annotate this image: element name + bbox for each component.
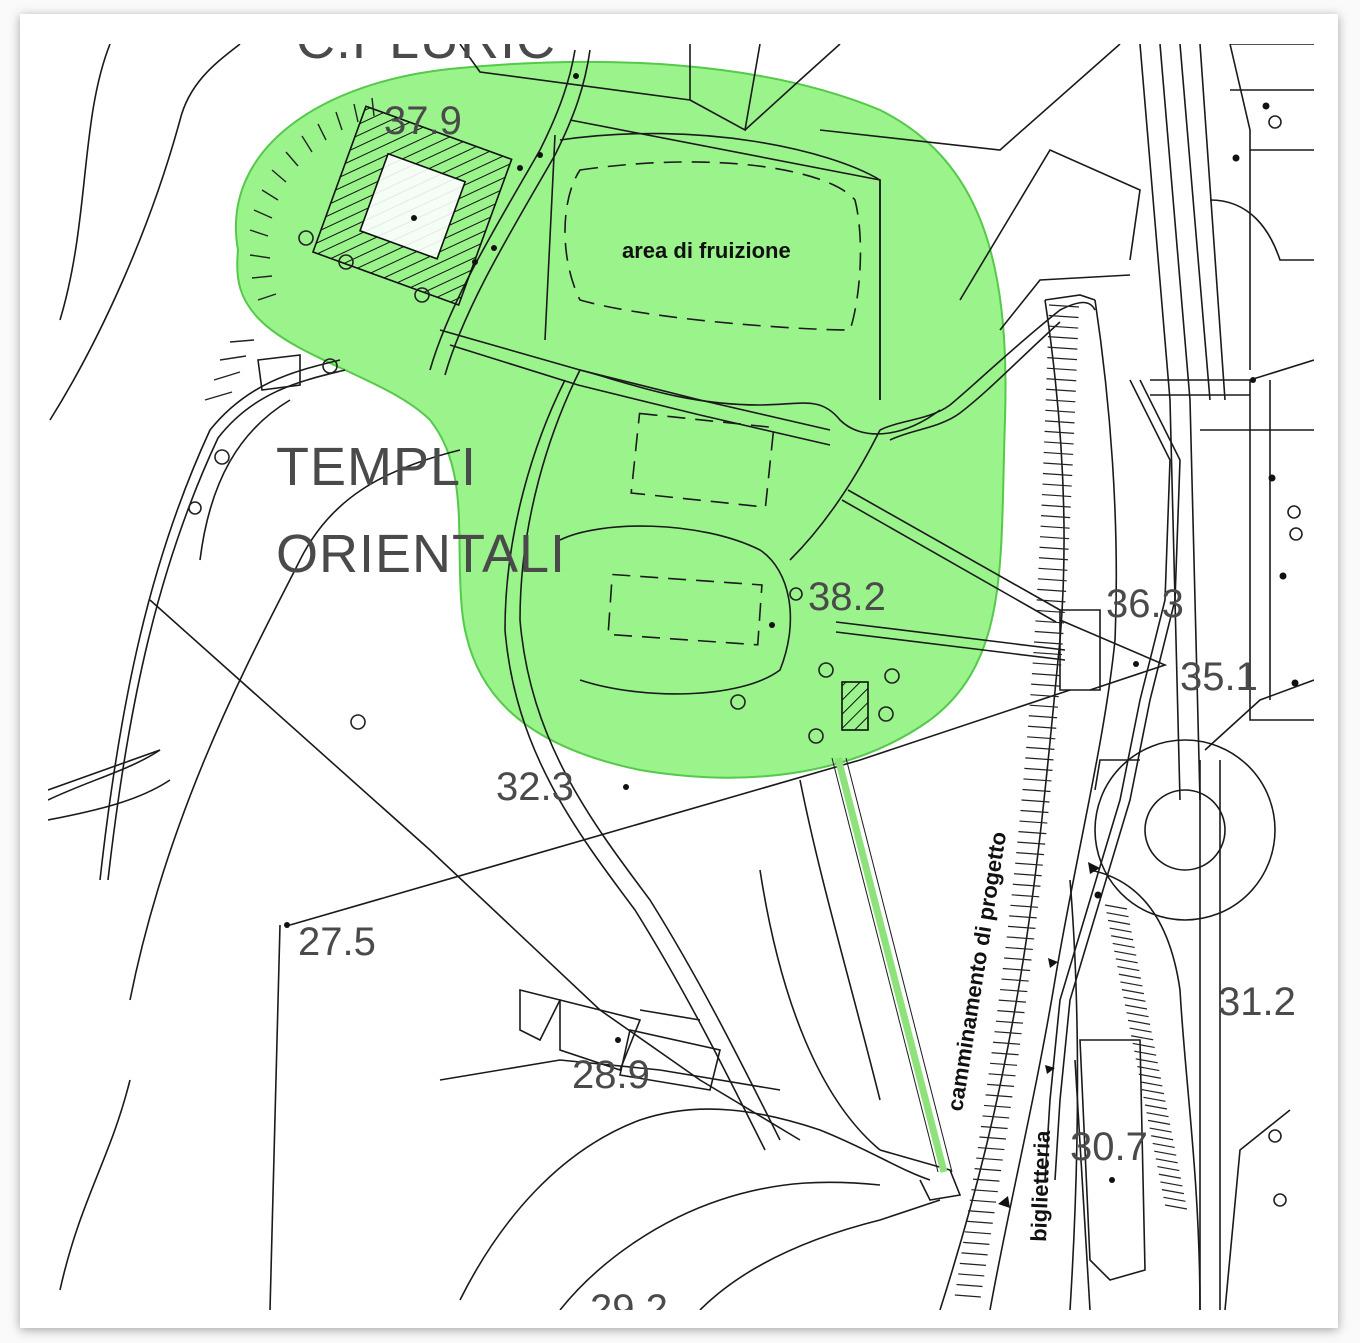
elevation-36-3: 36.3 [1106,582,1184,626]
escarpment-hachures [954,304,1188,1298]
elevation-32-3: 32.3 [496,765,574,809]
camminamento-path [834,757,948,1173]
elevation-27-5: 27.5 [298,920,376,964]
ticket-label: biglietteria [1026,1129,1055,1242]
elevation-29-2: 29.2 [590,1287,668,1331]
elevation-38-2: 38.2 [808,575,886,619]
site-label-line2: ORIENTALI [276,524,566,584]
elevation-28-9: 28.9 [572,1053,650,1097]
elevation-35-1: 35.1 [1180,655,1258,699]
elevation-37-9: 37.9 [384,99,462,143]
elevation-30-7: 30.7 [1070,1125,1148,1169]
top-partial-label: C.PLURIC [296,10,556,70]
area-label: area di fruizione [622,238,791,263]
site-label-line1: TEMPLI [276,437,477,497]
path-label: camminamento di progetto [942,830,1011,1113]
elevation-31-2: 31.2 [1218,980,1296,1024]
